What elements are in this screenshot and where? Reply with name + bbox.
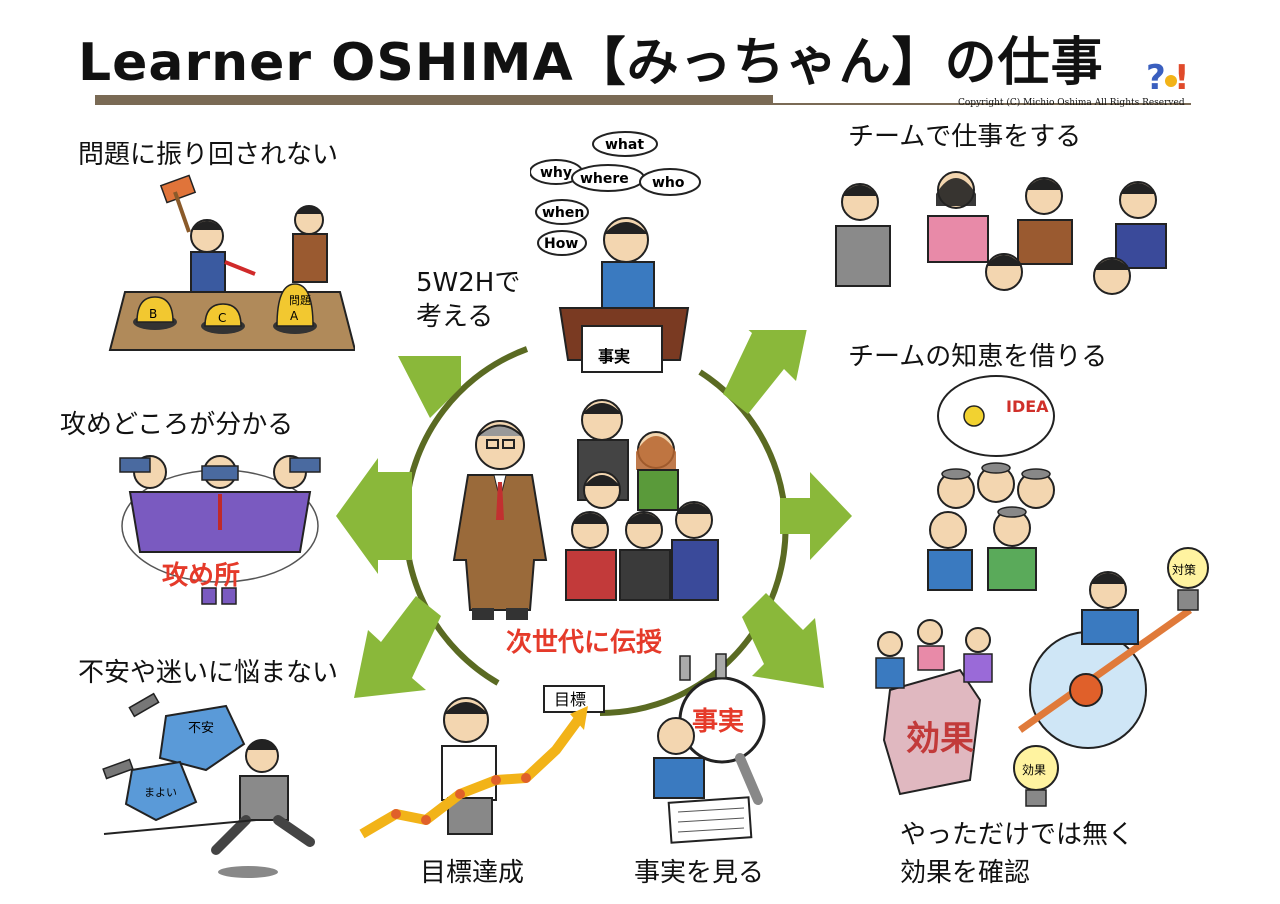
arrow-left [336,458,412,574]
bubble-who: who [652,175,685,191]
label-fact: 事実を見る [634,858,765,888]
idea-text: IDEA [1006,397,1049,416]
illustration-team-work [835,171,1167,295]
mole-letter-a: A [290,309,299,323]
bubble-where: where [580,171,629,187]
arrow-up-left [398,356,461,418]
mole-letter-c: C [218,311,226,325]
mole-tag: 問題 [289,294,311,307]
arrow-down-right [742,593,824,688]
target-tag: 攻め所 [162,561,240,591]
bubble-why: why [540,165,572,181]
rock2-text: まよい [144,786,177,799]
illustration-target-point: 攻め所 [119,455,321,605]
rock1-text: 不安 [188,721,214,736]
paper-text: 事実 [598,347,630,366]
bubble-what: what [605,137,644,153]
label-team-work: チームで仕事をする [848,122,1082,152]
illustration-5w2h: what why where who when How 事実 [530,131,701,373]
question-exclamation-logo: ? ! [1146,58,1190,95]
teacher-figure [452,420,548,620]
label-effect-line2: 効果を確認 [900,858,1031,888]
bubble-when: when [542,205,584,221]
lens-text: 事実 [692,706,744,737]
label-problem: 問題に振り回されない [78,140,339,170]
bulb-bottom-text: 効果 [1022,762,1046,777]
bulb-top-text: 対策 [1172,563,1196,577]
label-effect-line1: やっただけでは無く [900,820,1135,850]
arrow-down-left [354,596,441,698]
label-goal: 目標達成 [420,858,525,888]
illustration-anxiety: 不安 まよい [102,692,315,878]
svg-text:?: ? [1146,58,1166,95]
mole-letter-b: B [149,307,157,321]
copyright-notice: Copyright (C) Michio Oshima All Rights R… [958,98,1185,108]
illustration-fact: 事実 [653,653,766,844]
title-underline-rule [95,103,1191,105]
illustration-problem: B C 問題 A [108,174,355,351]
title-underline-bar [95,95,773,103]
label-5w2h-line2: 考える [416,302,494,332]
illustration-goal: 目標 [359,685,605,839]
label-5w2h-line1: 5W2Hで [416,268,521,298]
arrow-right [780,472,852,560]
label-team-wisdom: チームの知恵を借りる [848,342,1108,372]
bubble-how: How [544,236,578,252]
effect-box-text: 効果 [906,719,974,759]
page-title: Learner OSHIMA【みっちゃん】の仕事 [78,33,1104,93]
label-target-point: 攻めどころが分かる [60,410,294,440]
center-caption: 次世代に伝授 [506,628,663,658]
label-anxiety: 不安や迷いに悩まない [78,658,339,688]
illustration-effect: 対策 効果 効果 [875,547,1209,807]
goal-sign-text: 目標 [554,690,586,709]
svg-text:!: ! [1174,58,1190,95]
arrows [336,330,852,698]
center-hub [336,330,852,717]
illustration-team-wisdom: IDEA [927,375,1055,591]
arrow-up-right [723,330,807,414]
students-group [565,399,719,601]
